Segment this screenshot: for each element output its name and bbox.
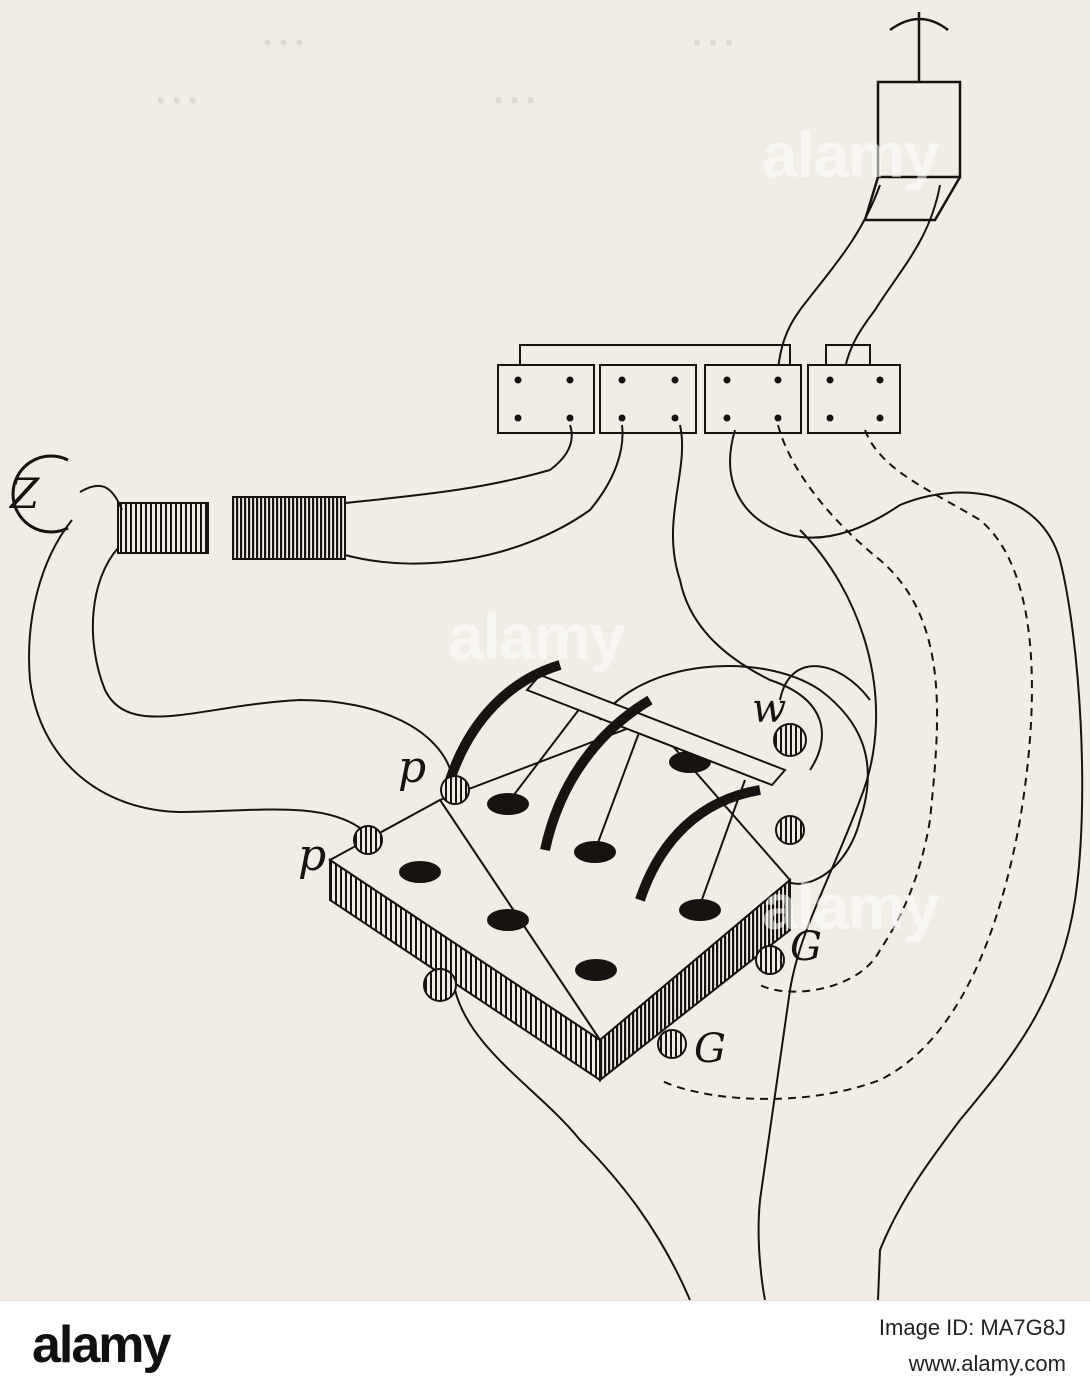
microphone-apparatus: [328, 660, 807, 1083]
dashed-wires: [659, 424, 1033, 1100]
alamy-logo: alamy: [32, 1316, 171, 1374]
label-w: w: [752, 686, 786, 732]
circuit-diagram: Z: [8, 12, 1084, 1300]
secondary-coil: [232, 496, 346, 560]
binding-screw-g-upper: [755, 945, 785, 975]
binding-screw-g-lower: [657, 1029, 687, 1059]
bleed-through-text: … … … …: [152, 1, 737, 115]
telephone-receiver: [863, 12, 962, 222]
terminal-block-3: [704, 364, 802, 434]
label-g-lower: G: [694, 1026, 726, 1072]
svg-text:Z: Z: [8, 469, 40, 518]
label-g-upper: G: [790, 924, 822, 970]
terminal-strip: [497, 344, 901, 434]
primary-coil: [117, 502, 209, 554]
stock-footer-bar: alamy Image ID: MA7G8J www.alamy.com: [0, 1300, 1090, 1391]
receiver-wires: [777, 184, 941, 371]
binding-screw-p-upper: [440, 775, 470, 805]
terminal-block-1: [497, 364, 595, 434]
circuit-wires: [28, 424, 1084, 1300]
terminal-screws: [514, 376, 884, 422]
zinc-electrode: Z: [8, 454, 69, 534]
label-p-lower: p: [298, 830, 326, 881]
terminal-block-2: [599, 364, 697, 434]
image-id: Image ID: MA7G8J: [878, 1315, 1066, 1340]
terminal-block-4: [807, 364, 901, 434]
binding-screw-front: [423, 968, 457, 1002]
binding-screw-right: [775, 815, 805, 845]
binding-screw-w: [773, 723, 807, 757]
label-p-upper: p: [398, 742, 426, 793]
site-url: www.alamy.com: [908, 1351, 1066, 1376]
binding-screw-p-lower: [353, 825, 383, 855]
